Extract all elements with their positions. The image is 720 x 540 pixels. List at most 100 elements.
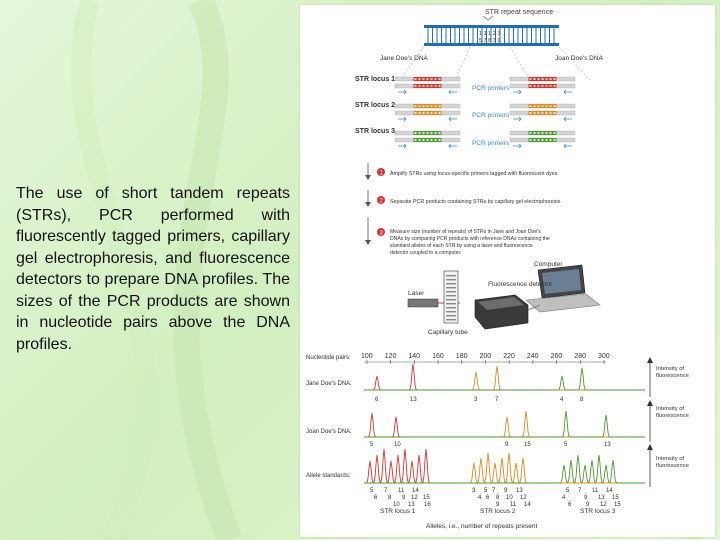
trace-line: [364, 410, 645, 438]
repeat-unit: [426, 105, 429, 107]
repeat-unit: [438, 85, 441, 87]
repeat-unit: [438, 132, 441, 134]
trace-line: [364, 367, 645, 391]
standard-number: 7: [492, 488, 496, 494]
jane-peak-number: 7: [495, 397, 499, 403]
repeat-unit: [529, 112, 532, 114]
repeat-unit: [545, 139, 548, 141]
primer-arrow: [513, 89, 522, 95]
repeat-unit: [414, 132, 417, 134]
svg-text:3: 3: [380, 231, 384, 237]
standard-number: 5: [484, 488, 488, 494]
repeat-unit: [537, 132, 540, 134]
joan-profile-label: Joan Doe's DNA:: [306, 429, 352, 435]
gel-band: [446, 319, 456, 321]
standard-number: 11: [510, 502, 517, 508]
standard-number: 10: [393, 502, 400, 508]
repeat-unit: [541, 105, 544, 107]
primer-arrow: [563, 89, 572, 95]
repeat-unit: [529, 139, 532, 141]
primer-arrow: [448, 143, 457, 149]
axis-tick-label: 220: [503, 353, 515, 360]
repeat-unit: [418, 105, 421, 107]
standard-number: 9: [504, 488, 508, 494]
svg-text:2: 2: [380, 199, 384, 205]
repeat-unit: [549, 85, 552, 87]
standard-number: 6: [486, 495, 490, 501]
electropherograms: [364, 363, 645, 484]
primer-arrow: [448, 89, 457, 95]
joan-peak-number: 9: [505, 442, 509, 448]
standard-number: 5: [566, 488, 570, 494]
capillary-tube-icon: [443, 270, 459, 324]
seq-bottom-numbers: 5 7 8 7 9: [479, 38, 500, 44]
computer-icon: [525, 264, 601, 313]
computer-label: Computer: [534, 261, 563, 268]
standard-number: 6: [374, 495, 378, 501]
repeat-unit: [434, 105, 437, 107]
repeat-unit: [422, 85, 425, 87]
trace-line: [364, 410, 645, 438]
gel-band: [446, 287, 456, 289]
repeat-unit: [422, 105, 425, 107]
profile-locus3: STR locus 3: [580, 508, 616, 515]
repeat-unit: [430, 105, 433, 107]
repeat-unit: [549, 139, 552, 141]
repeat-unit: [553, 85, 556, 87]
detector-icon: [474, 294, 541, 330]
repeat-unit: [549, 132, 552, 134]
axis-tick-label: 300: [598, 353, 610, 360]
jane-peak-number: 6: [375, 397, 379, 403]
joan-peak-number: 15: [524, 442, 531, 448]
repeat-unit: [549, 78, 552, 80]
repeat-unit: [545, 112, 548, 114]
repeat-unit: [533, 85, 536, 87]
primer-arrow: [448, 116, 457, 122]
jane-peak-number: 13: [410, 397, 417, 403]
repeat-unit: [434, 139, 437, 141]
trace-line: [364, 363, 645, 391]
step-3-text: Measure size (number of repeats) of STRs…: [390, 229, 551, 256]
repeat-unit: [529, 78, 532, 80]
trace-line: [364, 365, 645, 391]
primer-arrow: [398, 89, 407, 95]
repeat-unit: [426, 78, 429, 80]
repeat-unit: [537, 139, 540, 141]
axis-tick-label: 160: [432, 353, 444, 360]
joan-peak-number: 10: [394, 442, 401, 448]
step-1-text: Amplify STRs using locus-specific primer…: [390, 171, 559, 177]
jane-dna-label: Jane Doe's DNA: [380, 55, 429, 62]
gel-band: [446, 283, 456, 285]
primer-arrow: [513, 143, 522, 149]
repeat-unit: [541, 132, 544, 134]
chromosome-pairs: [394, 76, 576, 149]
repeat-unit: [545, 105, 548, 107]
repeat-unit: [422, 132, 425, 134]
repeat-unit: [414, 139, 417, 141]
detector-label: Fluorescence detector: [488, 281, 553, 288]
standard-number: 7: [578, 488, 582, 494]
trace-line: [364, 454, 645, 484]
primers-label-2: PCR primers: [472, 112, 510, 119]
alleles-caption: Alleles, i.e., number of repeats present: [426, 523, 537, 530]
locus3-label: STR locus 3: [355, 128, 395, 135]
locus2-label: STR locus 2: [355, 102, 395, 109]
str-sequence-label: STR repeat sequence: [485, 9, 553, 16]
standard-number: 9: [584, 495, 588, 501]
gel-band: [446, 279, 456, 281]
repeat-unit: [545, 132, 548, 134]
repeat-unit: [549, 105, 552, 107]
standard-number: 9: [402, 495, 406, 501]
jane-profile-label: Jane Doe's DNA:: [306, 381, 352, 387]
repeat-unit: [430, 78, 433, 80]
repeat-unit: [434, 85, 437, 87]
repeat-unit: [418, 132, 421, 134]
trace-line: [364, 448, 645, 484]
repeat-unit: [414, 105, 417, 107]
repeat-unit: [414, 85, 417, 87]
repeat-unit: [422, 112, 425, 114]
